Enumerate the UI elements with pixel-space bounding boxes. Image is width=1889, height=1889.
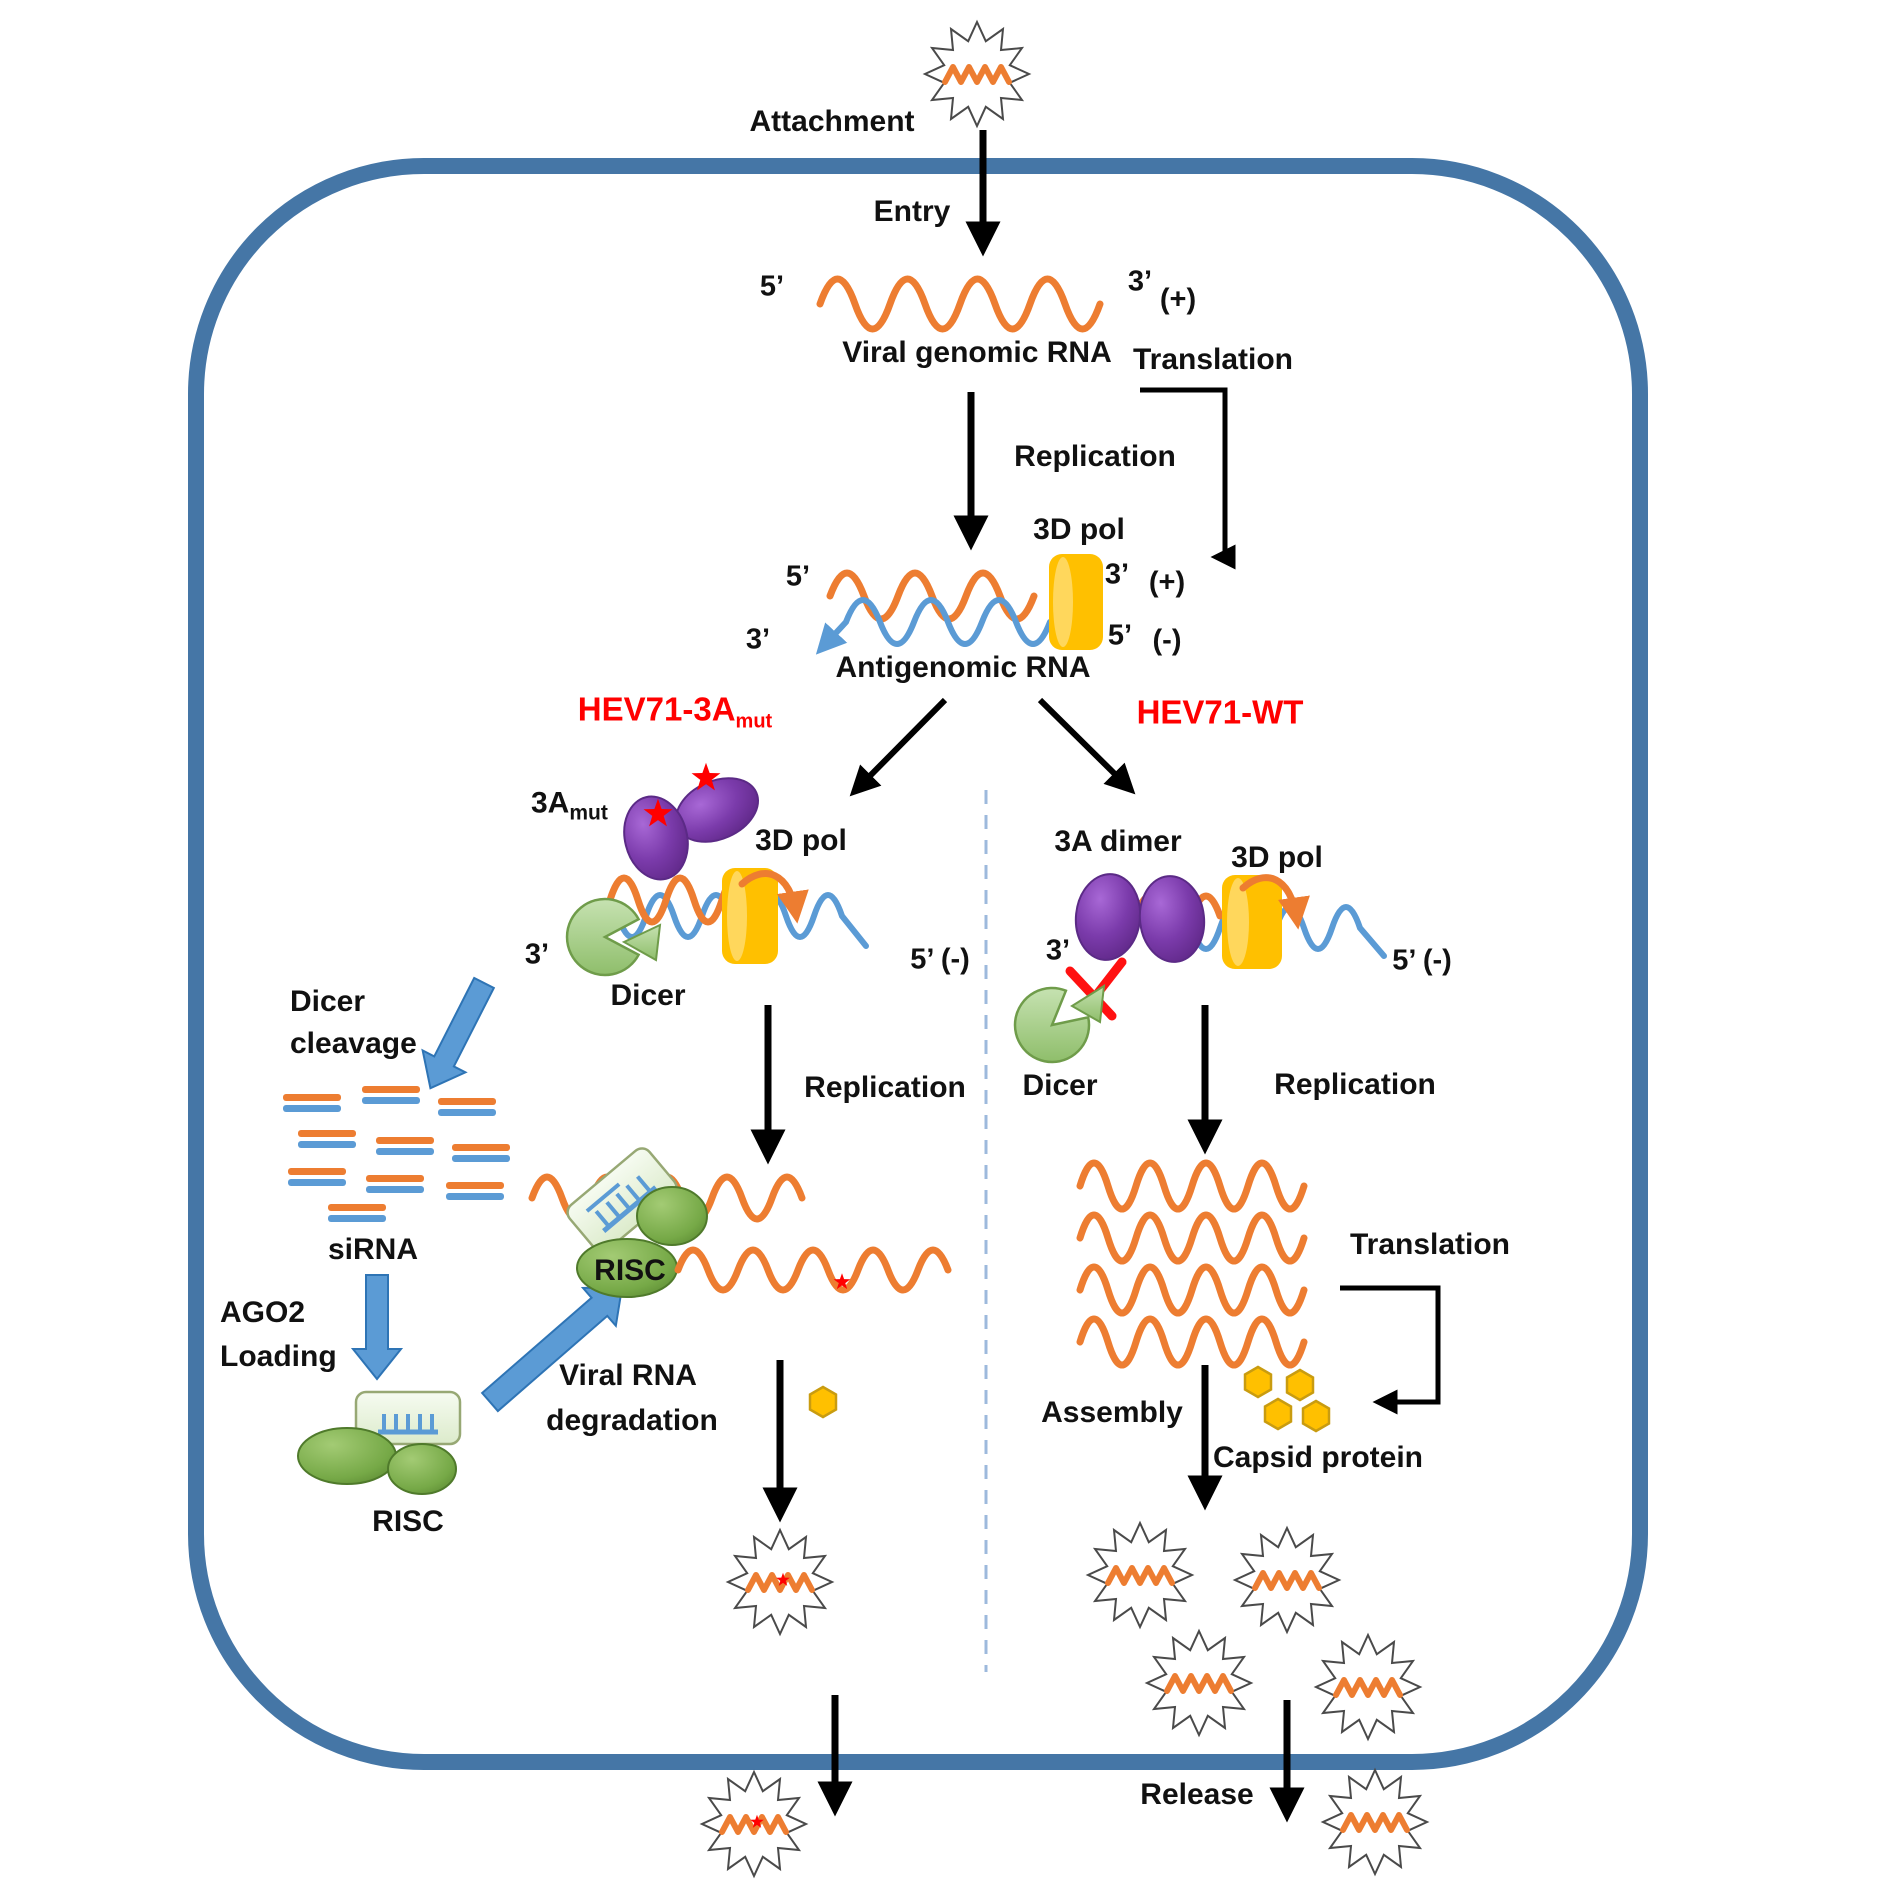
protein-3a-icon [1138, 875, 1206, 963]
capsid-hexagon-icon [808, 1385, 838, 1419]
branch-left-title: HEV71-3Amut [577, 690, 773, 733]
left-5prime-minus-label: 5’ (-) [910, 943, 970, 976]
dicer-blocked-icon [1013, 986, 1091, 1064]
dicer-jaw-icon [621, 923, 662, 962]
right-translation-label: Translation [1349, 1228, 1511, 1261]
translation-bracket-top [1140, 387, 1236, 570]
branch-left-arrow [849, 697, 948, 797]
protein-3a-mut-label: 3Amut [531, 786, 608, 825]
risc-loaded-complex [297, 1390, 462, 1495]
antigenomic-plus: (+) [1148, 566, 1186, 599]
antigenomic-rna-label: Antigenomic RNA [835, 651, 1091, 684]
right-3prime-label: 3’ [1045, 934, 1071, 967]
capsid-hexagon-icon [1263, 1397, 1293, 1431]
right-dicer-label: Dicer [1022, 1069, 1098, 1102]
genome-plus-label: (+) [1159, 283, 1197, 316]
right-5prime-minus-label: 5’ (-) [1392, 944, 1452, 977]
risc-loaded-label: RISC [372, 1505, 444, 1538]
risc-active-label: RISC [594, 1254, 666, 1287]
antigenomic-3prime-right: 3’ [1104, 558, 1130, 591]
dicer-cleavage-arrow [421, 976, 496, 1090]
cleaved-rna-wave [674, 1246, 952, 1294]
dicer-cleavage-label-1: Dicer [290, 985, 366, 1018]
assembly-label: Assembly [1041, 1396, 1183, 1429]
capsid-hexagon-icon [1285, 1368, 1315, 1402]
protein-3a-mut-icon [623, 795, 689, 881]
viral-rna-degradation-arrow [480, 1286, 624, 1413]
rna-stack [1076, 1159, 1308, 1369]
protein-3a-icon [1074, 873, 1142, 961]
genome-5prime-label: 5’ [759, 270, 785, 303]
antigenomic-5prime-right: 5’ [1107, 619, 1133, 652]
release-label: Release [1140, 1778, 1254, 1811]
attachment-label: Attachment [749, 105, 915, 138]
antigenomic-minus: (-) [1152, 624, 1182, 657]
left-pol-label: 3D pol [755, 824, 847, 857]
antigenomic-minus-strand [815, 597, 1053, 655]
antigenomic-plus-strand [826, 569, 1038, 623]
virion-icon [1147, 1631, 1251, 1735]
degradation-label-2: degradation [546, 1404, 718, 1437]
pol-top-label: 3D pol [1033, 513, 1125, 546]
risc-active-complex [566, 1147, 708, 1298]
cell-membrane [188, 158, 1648, 1770]
sirna-label: siRNA [327, 1233, 419, 1266]
ago2-loading-label-2: Loading [220, 1340, 337, 1373]
virion-icon [1088, 1523, 1192, 1627]
dicer-jaw-icon [1070, 984, 1106, 1024]
sirna-duplexes [283, 1086, 510, 1222]
branch-right-arrow [1037, 697, 1136, 795]
right-rna-exit-arrow [1239, 874, 1310, 930]
branch-right-title: HEV71-WT [1136, 693, 1304, 731]
dicer-icon [565, 897, 641, 977]
translation-top-label: Translation [1132, 343, 1294, 376]
virion-icon [1235, 1528, 1339, 1632]
genomic-rna-label: Viral genomic RNA [842, 336, 1112, 369]
ago2-loading-arrow [350, 1274, 404, 1381]
translation-bracket-right [1340, 1285, 1441, 1415]
polymerase-3d-icon-right [1222, 875, 1282, 969]
virion-mutant-released-icon [702, 1772, 806, 1876]
polymerase-3d-icon [1049, 554, 1103, 650]
virion-released-icon [1323, 1770, 1427, 1874]
right-pol-label: 3D pol [1231, 841, 1323, 874]
genomic-rna-wave [816, 275, 1104, 333]
capsid-protein-label: Capsid protein [1212, 1441, 1424, 1474]
dicer-cleavage-label-2: cleavage [290, 1027, 417, 1060]
entry-label: Entry [873, 195, 951, 228]
ago2-loading-label-1: AGO2 [220, 1296, 306, 1329]
antigenomic-3prime-left: 3’ [745, 623, 771, 656]
right-replication-label: Replication [1274, 1068, 1436, 1101]
virion-icon [1316, 1635, 1420, 1739]
polymerase-3d-icon-left [722, 868, 778, 964]
left-rna-exit-arrow [738, 870, 809, 924]
degradation-label-1: Viral RNA [559, 1359, 697, 1392]
replication-top-label: Replication [1014, 440, 1176, 473]
antigenomic-5prime-top: 5’ [785, 560, 811, 593]
left-3prime-label: 3’ [524, 938, 550, 971]
genome-3prime-label: 3’ [1127, 265, 1153, 298]
dimer-3a-label: 3A dimer [1054, 825, 1182, 858]
virion-icon [925, 22, 1029, 126]
left-dicer-label: Dicer [610, 979, 686, 1012]
capsid-hexagon-icon [1243, 1365, 1273, 1399]
virion-mutant-icon [728, 1530, 832, 1634]
capsid-hexagon-icon [1301, 1399, 1331, 1433]
left-replication-label: Replication [804, 1071, 966, 1104]
